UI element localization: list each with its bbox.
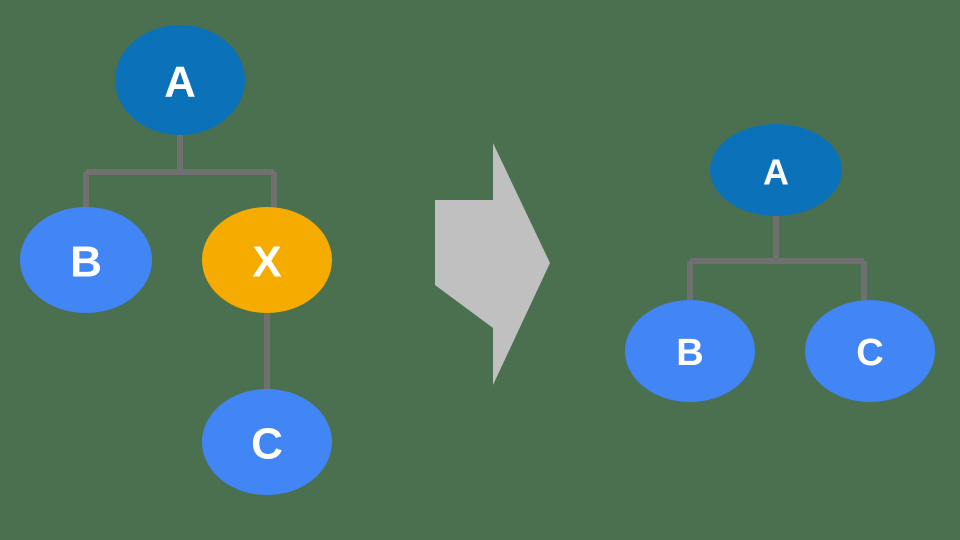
node-b-before-label: B xyxy=(70,238,102,287)
edge-a-to-children-after xyxy=(687,216,867,300)
node-a-before-shape[interactable] xyxy=(115,25,245,135)
node-x-before-label: X xyxy=(252,238,281,287)
node-c-after-shape[interactable] xyxy=(805,300,935,402)
before-tree-group: A B X C xyxy=(20,25,332,495)
node-c-after[interactable]: C xyxy=(805,300,935,402)
node-b-after-shape[interactable] xyxy=(625,300,755,402)
node-c-before-label: C xyxy=(251,420,283,469)
node-x-before-shape[interactable] xyxy=(202,207,332,313)
node-a-after-shape[interactable] xyxy=(710,124,842,216)
node-a-before-label: A xyxy=(164,58,196,107)
node-b-after[interactable]: B xyxy=(625,300,755,402)
transform-arrow-icon xyxy=(435,143,550,385)
node-a-after-label: A xyxy=(763,152,789,193)
node-b-before-shape[interactable] xyxy=(20,207,152,313)
node-c-before-shape[interactable] xyxy=(202,389,332,495)
node-b-before[interactable]: B xyxy=(20,207,152,313)
edge-a-to-children-before xyxy=(83,135,277,209)
node-c-after-label: C xyxy=(856,332,883,374)
node-b-after-label: B xyxy=(676,332,703,374)
node-a-before[interactable]: A xyxy=(115,25,245,135)
node-x-before[interactable]: X xyxy=(202,207,332,313)
node-c-before[interactable]: C xyxy=(202,389,332,495)
after-tree-group: A B C xyxy=(625,124,935,402)
node-a-after[interactable]: A xyxy=(710,124,842,216)
